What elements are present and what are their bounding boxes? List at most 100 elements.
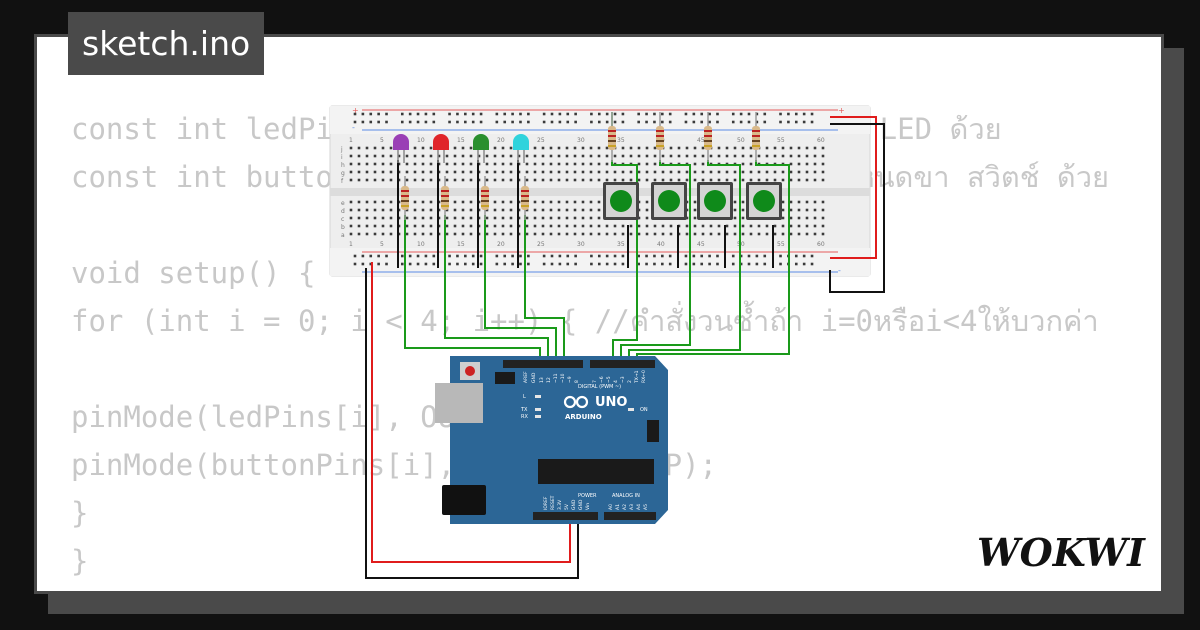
button-3[interactable]: [697, 182, 733, 220]
code-line: }: [71, 496, 89, 530]
pin-label: 4: [613, 380, 619, 383]
pin-label: A5: [643, 504, 649, 510]
pin-label: 12: [546, 377, 552, 383]
wire-black: [365, 268, 579, 579]
button-1[interactable]: [603, 182, 639, 220]
pin-label: A0: [608, 504, 614, 510]
led-cyan[interactable]: [513, 134, 529, 163]
pin-label: A2: [622, 504, 628, 510]
column-label: 15: [457, 137, 465, 144]
arduino-logo-icon: [563, 395, 589, 409]
code-line: }: [71, 544, 89, 578]
column-label: 25: [537, 241, 545, 248]
tx-label: TX: [520, 407, 528, 413]
rail-plus-label: +: [352, 106, 359, 115]
pin-label: GND: [578, 499, 584, 510]
column-label: 5: [380, 241, 384, 248]
power-header: [533, 512, 598, 520]
pin-label: ~10: [560, 373, 566, 383]
wire-green: [636, 160, 790, 362]
analog-header: [604, 512, 656, 520]
column-label: 60: [817, 137, 825, 144]
rail-minus-label: -: [838, 266, 841, 275]
aref-label: AREF: [523, 371, 529, 383]
power-jack: [442, 485, 486, 515]
rail-plus-label: +: [838, 106, 845, 115]
pin-label: Vin: [585, 503, 591, 510]
arduino-uno: DIGITAL (PWM ~) UNO ARDUINO ANALOG IN PO…: [435, 356, 668, 524]
column-label: 35: [617, 241, 625, 248]
led-purple[interactable]: [393, 134, 409, 163]
pin-label: ~5: [606, 376, 612, 383]
column-label: 20: [497, 137, 505, 144]
column-label: 1: [349, 137, 353, 144]
rx-label: RX: [521, 414, 528, 420]
row-label: h: [341, 162, 345, 169]
pin-label: RESET: [550, 495, 556, 510]
resistor: [704, 112, 712, 162]
pin-label: RX←0: [641, 370, 647, 383]
resistors: [401, 112, 760, 220]
file-name-tab[interactable]: sketch.ino: [68, 12, 265, 75]
digital-label: DIGITAL (PWM ~): [578, 384, 621, 390]
resistor: [752, 112, 760, 162]
wire-green: [404, 215, 541, 362]
pin-label: 7: [592, 380, 598, 383]
wires: [365, 112, 885, 579]
column-label: 10: [417, 241, 425, 248]
gnd-label: GND: [531, 372, 537, 383]
column-label: 25: [537, 137, 545, 144]
pin-label: 2: [627, 380, 633, 383]
led-green[interactable]: [473, 134, 489, 163]
digital-header: [503, 360, 583, 368]
resistor: [656, 112, 664, 162]
column-label: 20: [497, 241, 505, 248]
logo-text: WOKWI: [977, 530, 1146, 575]
resistor: [608, 112, 616, 162]
column-label: 5: [380, 137, 384, 144]
pushbuttons: [603, 182, 782, 220]
row-label: e: [341, 200, 345, 207]
button-4[interactable]: [746, 182, 782, 220]
column-label: 60: [817, 241, 825, 248]
column-label: 30: [577, 137, 585, 144]
column-label: 1: [349, 241, 353, 248]
l-label: L: [523, 394, 526, 400]
pin-label: 5V: [564, 503, 570, 510]
code-line: for (int i = 0; i < 4; i++) { //คำสั่งวน…: [71, 304, 1099, 338]
column-label: 50: [737, 137, 745, 144]
button-2[interactable]: [651, 182, 687, 220]
on-label: ON: [640, 407, 648, 413]
power-label: POWER: [578, 493, 597, 499]
wire-red: [371, 262, 571, 563]
row-label: j: [340, 146, 343, 153]
row-label: g: [341, 170, 345, 177]
pin-label: ~9: [567, 376, 573, 383]
row-label: a: [341, 232, 345, 239]
column-label: 40: [657, 241, 665, 248]
resistor: [481, 176, 489, 220]
wire-green: [611, 160, 638, 362]
brand-label: ARDUINO: [565, 413, 602, 421]
board-label: UNO: [595, 395, 628, 410]
pin-label: GND: [571, 499, 577, 510]
row-label: i: [341, 154, 343, 161]
wire-green: [444, 215, 549, 362]
resistor: [441, 176, 449, 220]
wire-red: [830, 116, 877, 259]
digital-header: [590, 360, 655, 368]
pin-label: A4: [636, 504, 642, 510]
wire-green: [524, 215, 565, 362]
resistor: [401, 176, 409, 220]
column-label: 15: [457, 241, 465, 248]
pin-label: ~6: [599, 376, 605, 383]
rail-minus-label: -: [352, 123, 355, 132]
column-label: 30: [577, 241, 585, 248]
leds: [393, 134, 529, 163]
led-red[interactable]: [433, 134, 449, 163]
pin-label: ~3: [620, 376, 626, 383]
pin-label: IOREF: [543, 496, 549, 510]
pin-label: TX→1: [634, 370, 640, 384]
resistor: [521, 176, 529, 220]
